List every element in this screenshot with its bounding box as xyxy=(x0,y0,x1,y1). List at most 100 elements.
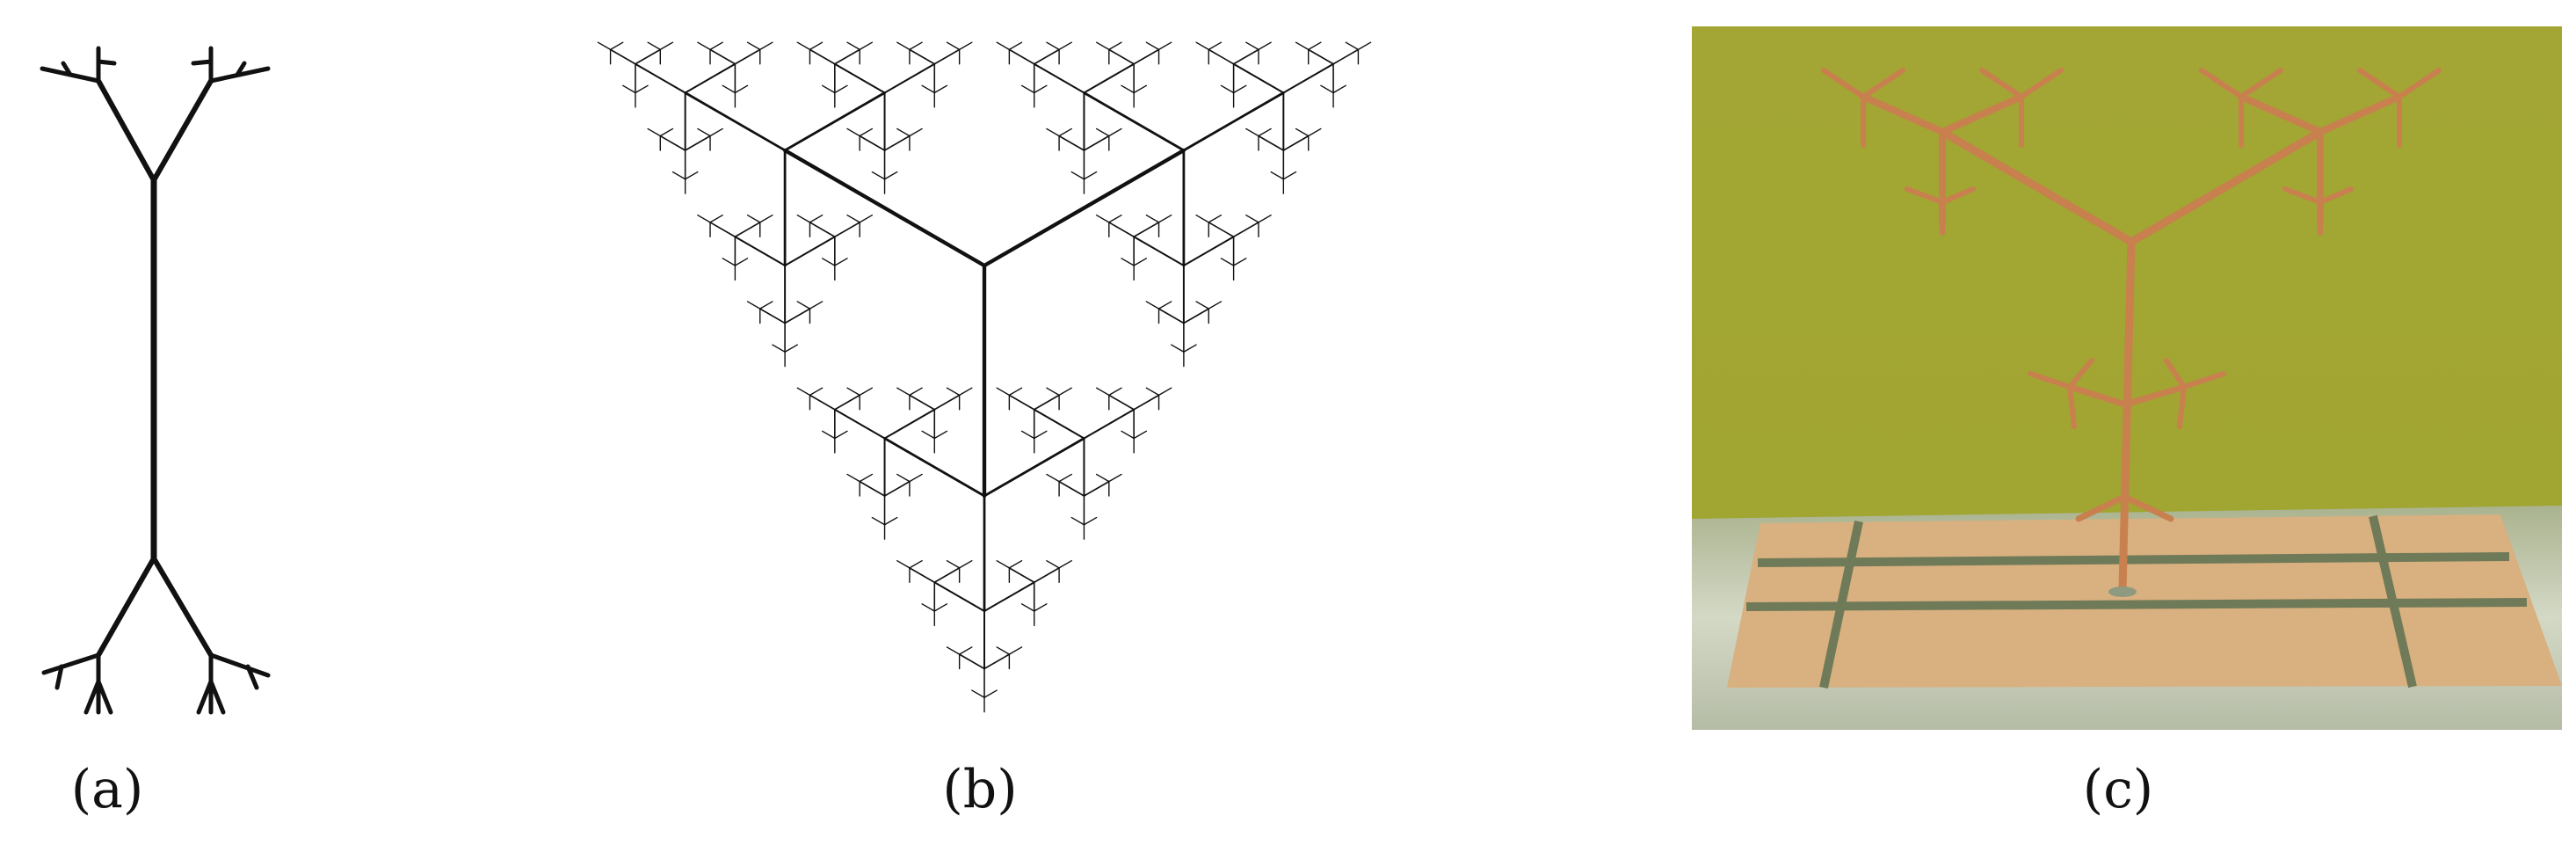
tree-branch xyxy=(245,664,259,690)
caption-c: (c) xyxy=(2082,759,2154,820)
fractal-branch xyxy=(796,41,811,51)
fractal-branch xyxy=(1282,171,1297,180)
fractal-branch xyxy=(983,437,1085,498)
fractal-branch xyxy=(1220,84,1235,94)
fractal-branch xyxy=(1282,135,1310,151)
fractal-branch xyxy=(1145,387,1160,397)
fractal-branch xyxy=(772,344,786,353)
tree-branch xyxy=(96,59,117,66)
antenna-branch xyxy=(2181,371,2226,390)
fractal-branch xyxy=(671,171,686,180)
fractal-branch xyxy=(1033,62,1085,94)
fractal-branch xyxy=(783,91,886,152)
fractal-branch xyxy=(1332,84,1346,94)
fractal-branch xyxy=(946,559,961,569)
fractal-branch xyxy=(1232,258,1247,266)
fractal-branch xyxy=(909,48,936,65)
fractal-branch xyxy=(1058,41,1072,51)
fractal-branch xyxy=(1046,559,1060,569)
fractal-branch xyxy=(1195,41,1209,51)
tree-branch xyxy=(151,78,214,183)
fractal-branch xyxy=(684,62,737,94)
fractal-branch xyxy=(647,128,662,137)
fractal-branch xyxy=(659,135,686,151)
fractal-branch xyxy=(1008,394,1035,411)
fractal-branch xyxy=(1034,430,1048,440)
tree-branch xyxy=(83,679,101,715)
fractal-branch xyxy=(1008,567,1035,584)
fractal-branch xyxy=(846,128,860,137)
fractal-branch xyxy=(846,41,860,51)
fractal-branch xyxy=(1232,222,1259,238)
fractal-branch xyxy=(921,603,935,612)
fractal-branch xyxy=(859,473,874,483)
fractal-branch xyxy=(1108,41,1122,51)
fractal-branch xyxy=(697,41,711,51)
antenna-trunk xyxy=(2118,237,2136,594)
fractal-branch xyxy=(1033,408,1085,440)
antenna-branch xyxy=(2199,68,2244,99)
fractal-branch xyxy=(1183,308,1210,324)
antenna-branch xyxy=(2066,383,2129,408)
fractal-branch xyxy=(1157,301,1172,310)
fractal-branch xyxy=(896,128,911,137)
fractal-branch xyxy=(1208,214,1223,223)
fractal-branch xyxy=(634,62,686,94)
fractal-branch xyxy=(958,646,973,655)
fractal-branch xyxy=(734,84,749,94)
fractal-branch xyxy=(859,128,874,137)
fractal-branch xyxy=(1008,559,1023,569)
fractal-branch xyxy=(1020,603,1035,612)
fractal-branch xyxy=(1133,430,1148,440)
fractal-branch xyxy=(1008,41,1023,51)
fractal-branch xyxy=(896,473,911,483)
fractal-branch xyxy=(796,214,811,223)
fractal-branch xyxy=(635,48,662,65)
fractal-branch xyxy=(946,41,961,51)
fractal-branch xyxy=(958,387,973,397)
feed-connector xyxy=(2108,586,2137,597)
fractal-branch xyxy=(983,581,1035,612)
fractal-branch xyxy=(1108,48,1135,65)
fractal-branch xyxy=(734,258,749,266)
fractal-branch xyxy=(1157,214,1172,223)
fractal-tree-drawing xyxy=(597,41,1372,713)
fractal-branch xyxy=(746,301,761,310)
fractal-branch xyxy=(635,84,649,94)
fractal-branch xyxy=(1133,258,1148,266)
fractal-branch xyxy=(1108,387,1122,397)
fractal-branch xyxy=(809,301,824,310)
fractal-branch xyxy=(746,41,761,51)
tree-branch xyxy=(191,59,214,66)
fractal-branch xyxy=(1108,214,1122,223)
tree-branch xyxy=(208,679,226,715)
fractal-branch xyxy=(709,222,737,238)
fractal-branch xyxy=(1157,41,1172,51)
fractal-branch xyxy=(883,437,986,498)
fractal-branch xyxy=(684,135,711,151)
fractal-branch xyxy=(684,171,699,180)
fractal-branch xyxy=(684,91,787,152)
fractal-branch xyxy=(597,41,612,51)
fractal-branch xyxy=(846,473,860,483)
fractal-branch xyxy=(1083,62,1136,94)
fractal-branch xyxy=(609,48,636,65)
fractal-branch xyxy=(1258,41,1272,51)
tree-branch xyxy=(235,61,247,77)
fractal-branch xyxy=(859,214,874,223)
fractal-branch xyxy=(946,387,961,397)
fractal-branch xyxy=(1033,48,1060,65)
fractal-branch xyxy=(958,653,985,670)
fractal-branch xyxy=(1307,128,1322,137)
fractal-branch xyxy=(1108,222,1135,238)
fractal-branch xyxy=(996,559,1011,569)
fractal-branch xyxy=(883,480,911,497)
fractal-branch xyxy=(909,559,923,569)
fractal-branch xyxy=(759,301,773,310)
fractal-branch xyxy=(1095,128,1110,137)
fractal-branch xyxy=(1208,301,1223,310)
fractal-branch xyxy=(1208,48,1235,65)
fractal-branch xyxy=(921,84,935,94)
fractal-branch xyxy=(1083,480,1110,497)
fractal-branch xyxy=(722,258,737,266)
